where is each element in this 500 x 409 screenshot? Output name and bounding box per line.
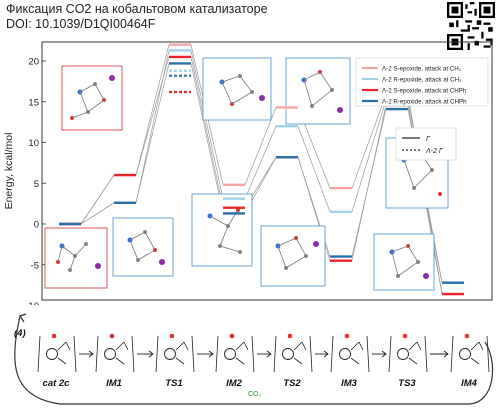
connector-line [297, 126, 331, 212]
structure-thumbnail [373, 233, 435, 291]
metal-center-icon [164, 348, 176, 360]
scheme-label: TS3 [398, 378, 416, 389]
connector-line [80, 174, 115, 225]
y-tick-label: 15 [28, 97, 39, 108]
metal-center-icon [282, 348, 294, 360]
legend: Λ-2 S-epoxide, attack at CH₂ Λ-2 R-epoxid… [355, 57, 489, 107]
y-tick-label: 0 [34, 220, 39, 231]
cycle-arrow [14, 315, 494, 405]
arrowhead-icon [148, 350, 154, 358]
doi-text: DOI: 10.1039/D1QI00464F [6, 17, 156, 31]
title-block: Фиксация CO2 на кобальтовом катализаторе… [6, 2, 268, 32]
scheme-intermediate: TS1 [155, 333, 195, 389]
oxygen-atom-icon [229, 333, 235, 339]
metal-center-icon [397, 348, 409, 360]
connector-line [135, 50, 170, 203]
oxygen-atom-icon [169, 333, 175, 339]
energy-levels [59, 43, 464, 296]
structure-thumbnail [202, 57, 272, 121]
scheme-label: TS2 [283, 378, 301, 389]
scheme-intermediate: IM3 [330, 333, 370, 389]
scheme-intermediate: TS3 [388, 333, 428, 389]
connector-line [351, 100, 387, 212]
legend-label: Λ-2 S-epoxide, attack at CHPh [382, 88, 467, 95]
metal-center-icon [104, 348, 116, 360]
structure-thumbnail [112, 217, 174, 277]
metal-center-icon [224, 348, 236, 360]
legend-label: Λ-2 R-epoxide, attack at CH₂ [382, 77, 462, 84]
connector-line [135, 63, 170, 203]
connector-line [190, 50, 224, 199]
y-tick-label: 10 [28, 138, 39, 149]
scheme-intermediate: cat 2c [37, 333, 77, 389]
y-axis-label: Energy, kcal/mol [3, 133, 15, 210]
scheme-label: IM2 [226, 378, 243, 389]
scheme-intermediate: TS2 [273, 333, 313, 389]
line-style-legend: Γ Λ-2 Γ [395, 127, 457, 161]
y-axis-ticks: -10 -5 0 5 10 15 20 [25, 57, 46, 305]
structure-thumbnail [260, 225, 326, 287]
energy-profile-chart: Energy, kcal/mol -10 -5 0 5 10 15 20 [3, 41, 493, 305]
connector-line [135, 44, 170, 176]
oxygen-atom-icon [464, 333, 470, 339]
scheme-intermediate: IM1 [95, 333, 135, 389]
oxygen-atom-icon [287, 333, 293, 339]
scheme-intermediate: IM2 [215, 333, 255, 389]
legend-label: Λ-2 R-epoxide, attack at CHPh [382, 99, 467, 106]
y-tick-label: 5 [34, 179, 39, 190]
line-style-label: Λ-2 Γ [425, 148, 444, 155]
arrowhead-icon [88, 350, 94, 358]
connector-line [190, 63, 224, 214]
co2-label: CO₂ [248, 391, 262, 398]
line-style-label: Γ [426, 136, 431, 143]
scheme-label: TS1 [165, 378, 182, 389]
connector-line [351, 109, 387, 257]
arrowhead-icon [323, 350, 329, 358]
structure-thumbnail [191, 193, 253, 267]
scheme-intermediate: IM4 [450, 333, 490, 389]
connector-line [135, 56, 170, 176]
y-tick-label: -5 [31, 260, 39, 271]
cycle-number-label: (4) [14, 328, 26, 339]
page-title: Фиксация CO2 на кобальтовом катализаторе [6, 2, 268, 16]
scheme-label: IM4 [461, 378, 478, 389]
legend-label: Λ-2 S-epoxide, attack at CH₂ [382, 66, 462, 73]
catalytic-cycle-scheme: (4) cat 2c IM1 TS1 IM2 TS2 IM3 TS3 IM4 CO₂ [14, 313, 494, 405]
scheme-label: IM3 [341, 378, 358, 389]
arrowhead-icon [443, 350, 449, 358]
metal-center-icon [46, 348, 58, 360]
connector-line [80, 202, 115, 225]
connector-line [351, 94, 387, 189]
structure-panels [44, 57, 449, 291]
cycle-arrowhead-icon [19, 313, 27, 323]
structure-thumbnail [285, 57, 351, 125]
scheme-label: cat 2c [43, 378, 71, 389]
oxygen-atom-icon [109, 333, 115, 339]
arrowhead-icon [266, 350, 272, 358]
metal-center-icon [339, 348, 351, 360]
structure-thumbnail [61, 65, 123, 131]
structure-thumbnail [44, 227, 108, 289]
scheme-intermediates: cat 2c IM1 TS1 IM2 TS2 IM3 TS3 IM4 [37, 333, 490, 389]
connector-line [244, 126, 277, 199]
y-tick-label: -10 [25, 301, 39, 305]
oxygen-atom-icon [344, 333, 350, 339]
connector-line [190, 56, 224, 208]
oxygen-atom-icon [51, 333, 57, 339]
plot-panel [41, 41, 493, 301]
scheme-label: IM1 [106, 378, 122, 389]
y-tick-label: 20 [28, 57, 39, 68]
arrowhead-icon [208, 350, 214, 358]
arrowhead-icon [381, 350, 387, 358]
metal-center-icon [459, 348, 471, 360]
oxygen-atom-icon [402, 333, 408, 339]
